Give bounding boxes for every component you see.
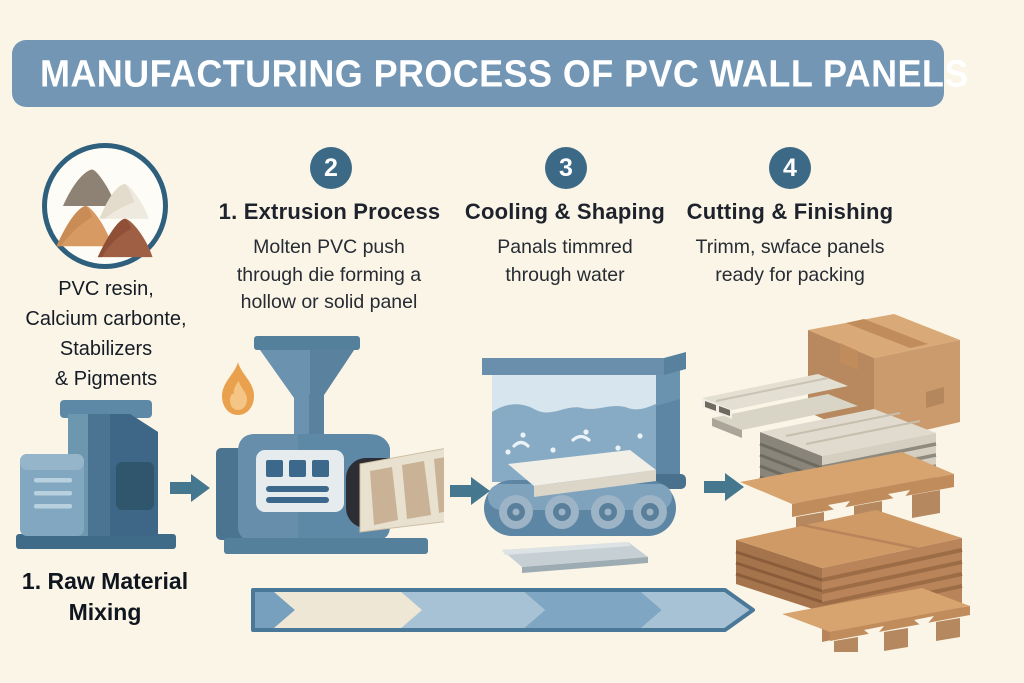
step-3-description: Panals timmred through water	[455, 234, 675, 289]
material-line: Stabilizers	[59, 338, 153, 360]
step-4-number: 4	[783, 153, 797, 182]
arrow-right-icon	[704, 469, 744, 505]
step-2-description: Molten PVC push through die forming a ho…	[198, 234, 460, 317]
desc-line: through die forming a	[236, 263, 422, 286]
packing-pallet-icon	[696, 314, 968, 559]
label-line: 1. Raw Material	[21, 568, 189, 594]
arrow-right-icon	[170, 470, 210, 506]
step-3-number: 3	[559, 153, 573, 182]
arrow-right-icon	[450, 473, 490, 509]
step-3-badge: 3	[545, 147, 587, 189]
step-1-label: 1. Raw Material Mixing	[0, 566, 210, 628]
label-line: Mixing	[68, 599, 142, 625]
flame-icon	[220, 361, 256, 422]
material-line: PVC resin,	[58, 278, 154, 300]
mixer-machine-icon	[12, 398, 180, 557]
desc-line: Molten PVC push	[253, 236, 405, 258]
desc-line: through water	[505, 263, 625, 286]
desc-line: Panals timmred	[497, 236, 633, 258]
step-2-heading: 1. Extrusion Process	[218, 199, 441, 224]
raw-materials-list: PVC resin, Calcium carbonte, Stabilizers…	[0, 274, 212, 394]
desc-line: Trimm, swface panels	[695, 236, 885, 258]
powder-piles-icon	[56, 169, 153, 258]
title-banner: MANUFACTURING PROCESS OF PVC WALL PANELS	[12, 40, 968, 107]
step-3-heading: Cooling & Shaping	[464, 199, 666, 224]
step-4-description: Trimm, swface panels ready for packing	[670, 234, 910, 289]
step-2-badge: 2	[310, 147, 352, 189]
material-line: & Pigments	[54, 368, 158, 390]
step-4-heading: Cutting & Finishing	[686, 199, 894, 224]
process-flow-arrow	[248, 586, 758, 639]
desc-line: ready for packing	[715, 263, 865, 286]
page-title: MANUFACTURING PROCESS OF PVC WALL PANELS	[40, 51, 969, 95]
stacked-panels-icon	[724, 502, 972, 657]
material-line: Calcium carbonte,	[25, 308, 187, 330]
raw-materials-badge	[42, 143, 168, 269]
desc-line: hollow or solid panel	[240, 291, 418, 313]
cooling-tank-icon	[478, 350, 702, 579]
extruder-machine-icon	[208, 336, 495, 563]
step-4-badge: 4	[769, 147, 811, 189]
step-2-number: 2	[324, 153, 338, 182]
